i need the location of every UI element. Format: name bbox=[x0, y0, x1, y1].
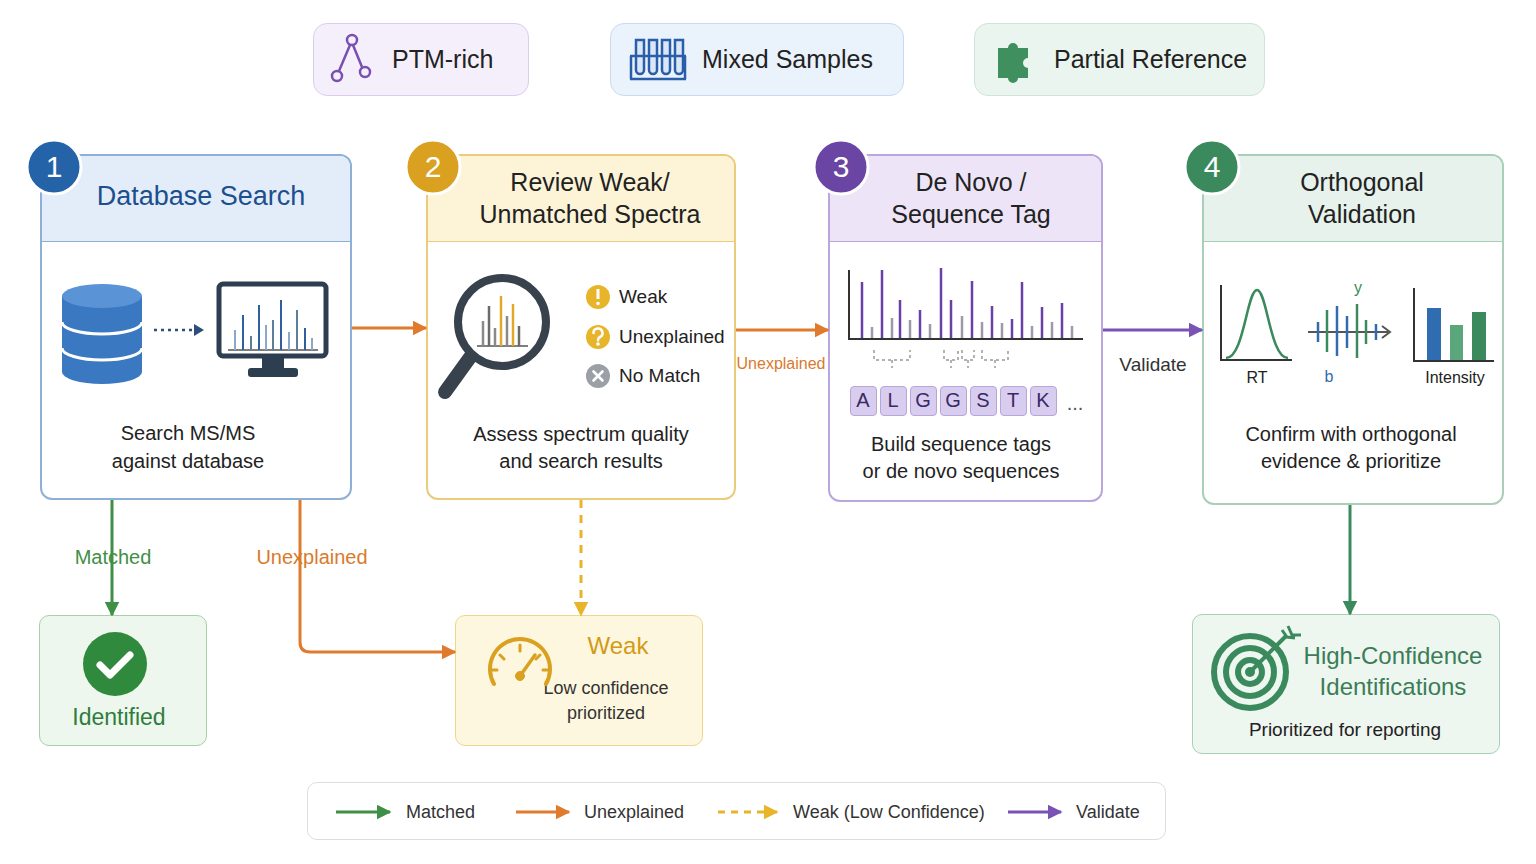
node-title: Database Search bbox=[51, 180, 351, 212]
callout-number: 2 bbox=[425, 148, 442, 186]
ion-label: b bbox=[1325, 367, 1334, 387]
status-text: Weak bbox=[619, 285, 667, 309]
node-body: Assess spectrum quality and search resul… bbox=[446, 421, 716, 475]
legend-text: Matched bbox=[406, 801, 475, 823]
tag-box: WeakLow confidence prioritized bbox=[455, 615, 703, 746]
sequence-letter-box: S bbox=[970, 386, 997, 416]
node-body: Low confidence prioritized bbox=[526, 676, 686, 726]
node-title: G bbox=[940, 387, 967, 414]
node-body: Confirm with orthogonal evidence & prior… bbox=[1216, 421, 1486, 475]
legend-line-sample bbox=[336, 811, 390, 814]
tag-box: High-Confidence IdentificationsPrioritiz… bbox=[1192, 614, 1500, 754]
sequence-letter-box: A bbox=[850, 386, 877, 416]
legend-text: Weak (Low Confidence) bbox=[793, 801, 985, 823]
connector-arrow bbox=[580, 500, 583, 615]
node-body: Prioritized for reporting bbox=[1200, 718, 1490, 742]
legend-line-sample bbox=[1008, 811, 1061, 814]
node-title: Review Weak/ Unmatched Spectra bbox=[470, 166, 710, 230]
node-title: Orthogonal Validation bbox=[1262, 166, 1462, 230]
tag-box: Partial Reference bbox=[974, 23, 1265, 96]
legend-line-sample bbox=[718, 811, 777, 814]
node-title: L bbox=[880, 387, 907, 414]
node-title: S bbox=[970, 387, 997, 414]
legend-line-sample bbox=[516, 811, 569, 814]
process-box: Database SearchSearch MS/MS against data… bbox=[40, 154, 352, 500]
node-title: K bbox=[1030, 387, 1057, 414]
legend-text: Unexplained bbox=[584, 801, 684, 823]
connector-arrow bbox=[300, 500, 455, 652]
node-title: Partial Reference bbox=[1054, 44, 1247, 74]
connector-arrow bbox=[352, 327, 426, 330]
axis-label: Intensity bbox=[1425, 368, 1485, 388]
node-title: PTM-rich bbox=[392, 44, 493, 74]
legend-text: Validate bbox=[1076, 801, 1140, 823]
connector-label: Unexplained bbox=[256, 545, 367, 570]
sequence-letter-box: K bbox=[1030, 386, 1057, 416]
connector-arrow bbox=[1349, 505, 1352, 614]
process-box: De Novo / Sequence TagBuild sequence tag… bbox=[828, 154, 1103, 502]
connector-arrow bbox=[1103, 329, 1202, 332]
tag-box: Identified bbox=[39, 615, 207, 746]
sequence-letter-box: T bbox=[1000, 386, 1027, 416]
node-title: G bbox=[910, 387, 937, 414]
node-title: Identified bbox=[39, 703, 199, 731]
connector-arrow bbox=[736, 329, 828, 332]
node-body: Build sequence tags or de novo sequences bbox=[836, 431, 1086, 485]
connector-label: Validate bbox=[1119, 353, 1186, 377]
status-text: No Match bbox=[619, 364, 700, 388]
sequence-letter-box: G bbox=[940, 386, 967, 416]
process-box: Orthogonal ValidationConfirm with orthog… bbox=[1202, 154, 1504, 505]
node-title: A bbox=[850, 387, 877, 414]
connector-label: Matched bbox=[75, 545, 152, 570]
sequence-letter-box: L bbox=[880, 386, 907, 416]
node-title: High-Confidence Identifications bbox=[1293, 640, 1493, 702]
node-title: Weak bbox=[558, 631, 678, 661]
connector-label: Unexplained bbox=[737, 354, 826, 374]
ion-label: y bbox=[1354, 278, 1362, 298]
node-title: De Novo / Sequence Tag bbox=[876, 166, 1066, 230]
status-text: Unexplained bbox=[619, 325, 725, 349]
node-title: T bbox=[1000, 387, 1027, 414]
node-title: Mixed Samples bbox=[702, 44, 873, 74]
ellipsis-text: ... bbox=[1067, 391, 1084, 416]
sequence-letter-box: G bbox=[910, 386, 937, 416]
tag-box: Mixed Samples bbox=[610, 23, 904, 96]
callout-number: 4 bbox=[1204, 148, 1221, 186]
callout-number: 1 bbox=[46, 148, 63, 186]
tag-box: PTM-rich bbox=[313, 23, 529, 96]
node-body: Search MS/MS against database bbox=[73, 419, 303, 475]
callout-number: 3 bbox=[833, 148, 850, 186]
axis-label: RT bbox=[1246, 368, 1267, 388]
